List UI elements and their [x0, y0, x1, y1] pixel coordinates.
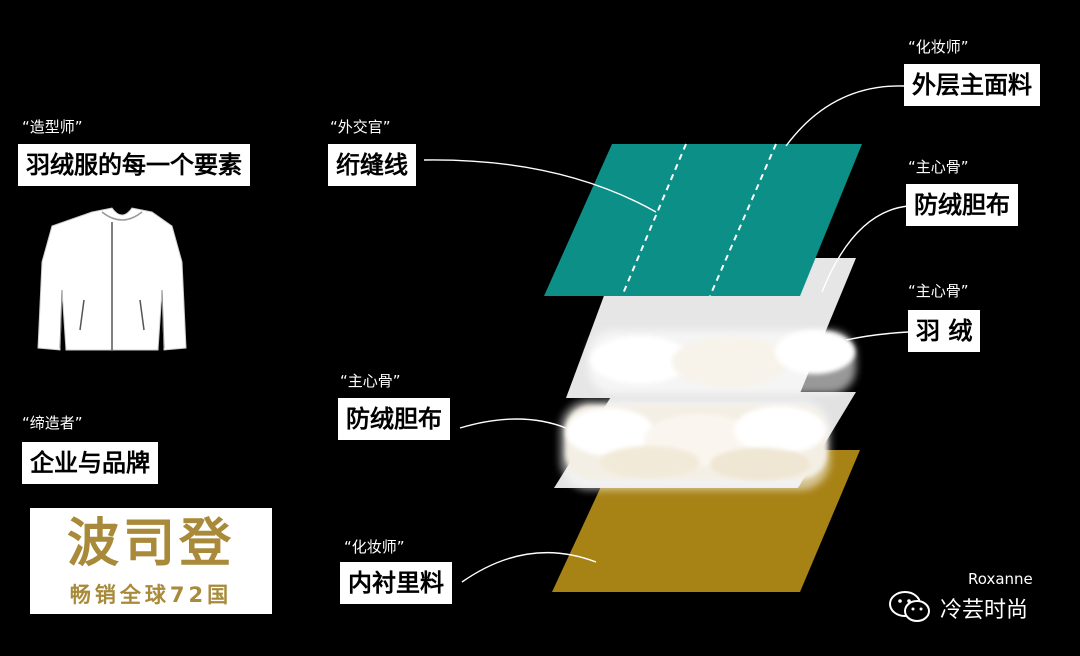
down-role: “主心骨” — [908, 282, 969, 300]
downproof-bottom-role: “主心骨” — [340, 372, 401, 390]
thread-role: “外交官” — [330, 118, 391, 136]
leader-lines — [423, 85, 909, 583]
creator-role: “缔造者” — [22, 414, 83, 432]
down-title: 羽 绒 — [908, 310, 981, 352]
leader-downproof-bottom — [459, 418, 567, 429]
downproof-top-role: “主心骨” — [908, 158, 969, 176]
outer-fabric-title: 外层主面料 — [904, 64, 1040, 106]
outer-fabric-role: “化妆师” — [908, 38, 969, 56]
leader-downproof-top — [821, 205, 909, 293]
wechat-icon — [889, 591, 930, 622]
downproof-bottom-title: 防绒胆布 — [338, 398, 450, 440]
inner-lining-title: 内衬里料 — [340, 562, 452, 604]
jacket-icon — [37, 207, 187, 351]
leader-thread — [423, 159, 657, 213]
watermark-account: 冷芸时尚 — [940, 598, 1029, 623]
brand-name: 波司登 — [66, 514, 235, 574]
top-down-fluff — [588, 330, 856, 394]
outer-fabric-layer — [544, 143, 862, 297]
stylist-role: “造型师” — [22, 118, 83, 136]
watermark-author: Roxanne — [968, 570, 1033, 588]
leader-down — [845, 331, 909, 341]
stylist-title: 羽绒服的每一个要素 — [18, 144, 250, 186]
downproof-top-title: 防绒胆布 — [906, 184, 1018, 226]
creator-title: 企业与品牌 — [22, 442, 158, 484]
leader-inner-lining — [461, 551, 597, 583]
thread-title: 绗缝线 — [328, 144, 416, 186]
inner-lining-role: “化妆师” — [344, 538, 405, 556]
down-fill-layer — [560, 400, 830, 490]
brand-slogan: 畅销全球72国 — [69, 583, 233, 607]
leader-outer-fabric — [785, 85, 905, 147]
brand-logo: 波司登 畅销全球72国 — [30, 508, 272, 614]
